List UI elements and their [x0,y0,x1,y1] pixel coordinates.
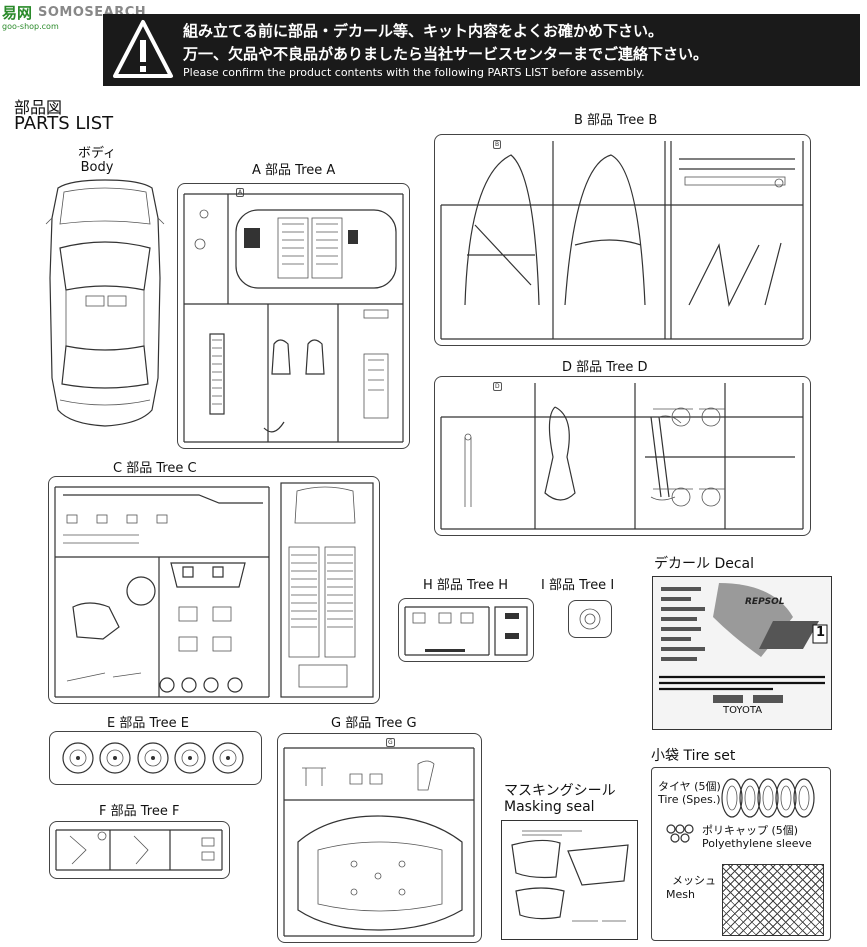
masking-label-en: Masking seal [504,799,595,815]
tree-i-parts [579,608,601,630]
tree-h-parts [404,606,528,656]
decal-sheet: REPSOL 1 TOYOTA [652,576,832,730]
poly-cap-label-jp: ポリキャップ (5個) [702,824,799,837]
tree-a-frame: A [177,183,410,449]
body-label-en: Body [80,160,114,175]
poly-cap-label-en: Polyethylene sleeve [702,837,812,850]
tree-a-parts [183,193,404,443]
tree-d-id-tag: D [493,382,502,391]
masking-label-jp: マスキングシール [504,783,616,799]
tree-d-label: D 部品 Tree D [562,360,648,375]
masking-seal-sheet [501,820,638,940]
decal-brand: TOYOTA [723,705,763,716]
parts-list-title-en: PARTS LIST [14,113,114,134]
tire-set-frame: タイヤ (5個) Tire (Spes.) ポリキャップ (5個) Polyet… [651,767,831,941]
tree-f-label: F 部品 Tree F [99,804,180,819]
tree-e-wheels [62,742,244,774]
tree-a-id-tag: A [236,188,245,197]
tree-c-frame [48,476,380,704]
tree-a-label: A 部品 Tree A [252,163,336,178]
body-label-jp: ボディ [77,146,117,161]
tire-label-jp: タイヤ (5個) [658,780,721,793]
warning-icon [113,20,173,78]
decal-number: 1 [816,625,826,640]
warning-line-3: Please confirm the product contents with… [183,66,645,79]
decal-sponsor: REPSOL [745,597,785,607]
tree-b-frame: B [434,134,811,346]
watermark-brand: 易网 [2,4,33,22]
decal-label: デカール Decal [654,556,755,572]
tree-g-parts [283,747,475,937]
warning-line-2: 万一、欠品や不良品がありましたら当社サービスセンターまでご連絡下さい。 [183,45,709,63]
mesh-swatch [722,864,824,936]
tree-f-parts [55,829,223,871]
mesh-label-jp: メッシュ [672,874,716,887]
tire-icons [721,778,815,818]
tree-g-label: G 部品 Tree G [331,716,417,731]
tree-e-frame [49,731,262,785]
tire-label-en: Tire (Spes.) [658,793,721,806]
tree-i-frame [568,600,612,638]
tree-h-label: H 部品 Tree H [423,578,509,593]
poly-cap-icons [666,824,694,843]
mesh-label-en: Mesh [666,888,695,901]
car-body-drawing [45,179,165,427]
masking-seal-shapes [511,830,629,922]
tree-h-frame [398,598,534,662]
watermark-url: goo-shop.com [2,22,59,31]
tree-b-id-tag: B [493,140,502,149]
decal-graphics [659,583,828,703]
tire-set-label: 小袋 Tire set [651,748,736,764]
tree-b-label: B 部品 Tree B [574,113,658,128]
tree-c-label: C 部品 Tree C [113,461,197,476]
tree-d-suspension-parts [440,383,804,530]
warning-line-1: 組み立てる前に部品・デカール等、キット内容をよくお確かめ下さい。 [183,22,664,40]
tree-g-id-tag: G [386,738,395,747]
tree-d-frame: D [434,376,811,536]
tree-g-frame: G [277,733,482,943]
parts-list-title-jp: 部品図 [14,98,63,117]
tree-f-frame [49,821,230,879]
tree-c-parts [54,482,374,698]
tree-e-label: E 部品 Tree E [107,716,189,731]
tree-b-roll-cage-parts [440,141,804,340]
warning-banner: 組み立てる前に部品・デカール等、キット内容をよくお確かめ下さい。 万一、欠品や不… [103,14,860,86]
tree-i-label: I 部品 Tree I [541,578,615,593]
